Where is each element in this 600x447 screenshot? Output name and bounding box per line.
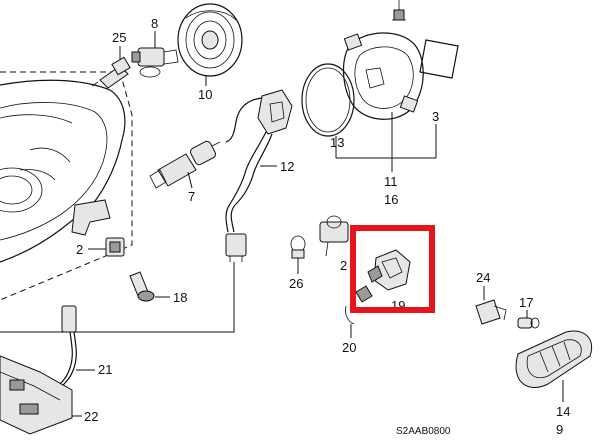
- callout-16: 16: [384, 192, 398, 207]
- part-14-wire: 21: [0, 262, 235, 395]
- callout-20: 20: [342, 340, 356, 355]
- part-17-bulb: 17: [517, 295, 540, 329]
- callout-18: 26: [289, 276, 303, 291]
- part-3-gasket: [419, 39, 459, 79]
- part-13-o-ring: [301, 63, 355, 137]
- callout-11: 11: [384, 174, 398, 189]
- callout-12: 12: [280, 159, 294, 174]
- highlight-box: [350, 225, 435, 313]
- callout-25: 25: [112, 30, 126, 45]
- part-26-screw: 18: [129, 271, 187, 305]
- callout-10: 10: [198, 87, 212, 102]
- callout-21: 14: [556, 404, 570, 419]
- callout-9: 22: [84, 409, 98, 424]
- callout-22: 9: [556, 422, 563, 437]
- callout-7: 7: [188, 189, 195, 204]
- callout-2: 2: [76, 242, 83, 257]
- part-21-side-marker: 14 9: [515, 330, 592, 437]
- callout-24: 24: [476, 270, 490, 285]
- callout-13: 13: [330, 135, 344, 150]
- part-11-retainer: [342, 32, 424, 120]
- part-18-bulb: 26: [289, 235, 306, 291]
- callout-3: 3: [432, 109, 439, 124]
- callout-19-side-digit: 2: [340, 258, 347, 273]
- part-8-bulb: 8: [131, 16, 179, 78]
- part-24-socket: 24: [475, 270, 507, 325]
- leader-bracket-13-11-3: [335, 112, 437, 172]
- callout-17: 17: [519, 295, 533, 310]
- part-9-ballast: 22: [0, 355, 98, 435]
- part-20-bulb: 20: [342, 285, 373, 355]
- part-2-clip: 2: [76, 237, 125, 257]
- callout-14: 21: [98, 362, 112, 377]
- callout-26: 18: [173, 290, 187, 305]
- part-25-bulb: 25: [91, 30, 131, 89]
- part-19-socket: 19: [367, 249, 411, 313]
- headlight-housing: [0, 71, 133, 301]
- part-12-harness: 12: [225, 89, 294, 262]
- screw-top: [392, 0, 406, 21]
- part-10-dust-cover: 10: [177, 3, 243, 102]
- diagram-code: S2AAB0800: [396, 426, 451, 437]
- callout-8: 8: [151, 16, 158, 31]
- bulb-socket-assembly: 2: [319, 215, 349, 273]
- part-7-bulb: 7: [149, 140, 221, 204]
